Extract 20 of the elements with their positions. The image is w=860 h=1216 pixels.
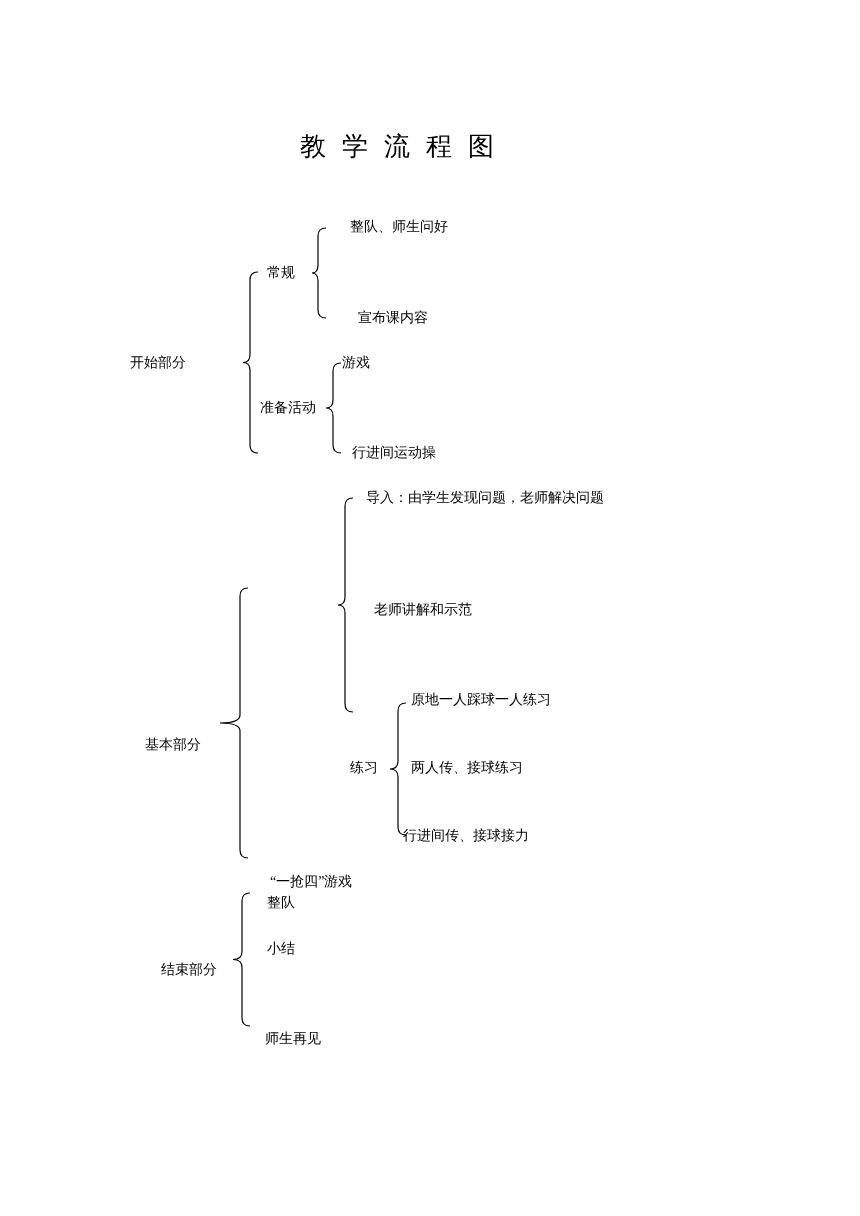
title: 教学流程图	[300, 131, 510, 163]
label-text: 整队、师生问好	[350, 218, 448, 236]
label-text: “一抢四”游戏	[270, 873, 353, 891]
label-text: 结束部分	[161, 961, 217, 979]
label-text: 常规	[267, 264, 295, 282]
label-text: 老师讲解和示范	[374, 601, 472, 619]
label-text: 导入：由学生发现问题，老师解决问题	[366, 489, 604, 507]
label-text: 开始部分	[130, 354, 186, 372]
label-text: 整队	[267, 894, 295, 912]
label-text: 行进间运动操	[352, 444, 436, 462]
label-text: 师生再见	[265, 1030, 321, 1048]
label-text: 游戏	[342, 354, 370, 372]
label-text: 原地一人踩球一人练习	[411, 691, 551, 709]
label-text: 小结	[267, 940, 295, 958]
label-text: 基本部分	[145, 736, 201, 754]
label-text: 练习	[350, 759, 378, 777]
label-text: 两人传、接球练习	[411, 759, 523, 777]
label-text: 行进间传、接球接力	[403, 827, 529, 845]
label-text: 准备活动	[260, 399, 316, 417]
label-text: 宣布课内容	[358, 309, 428, 327]
